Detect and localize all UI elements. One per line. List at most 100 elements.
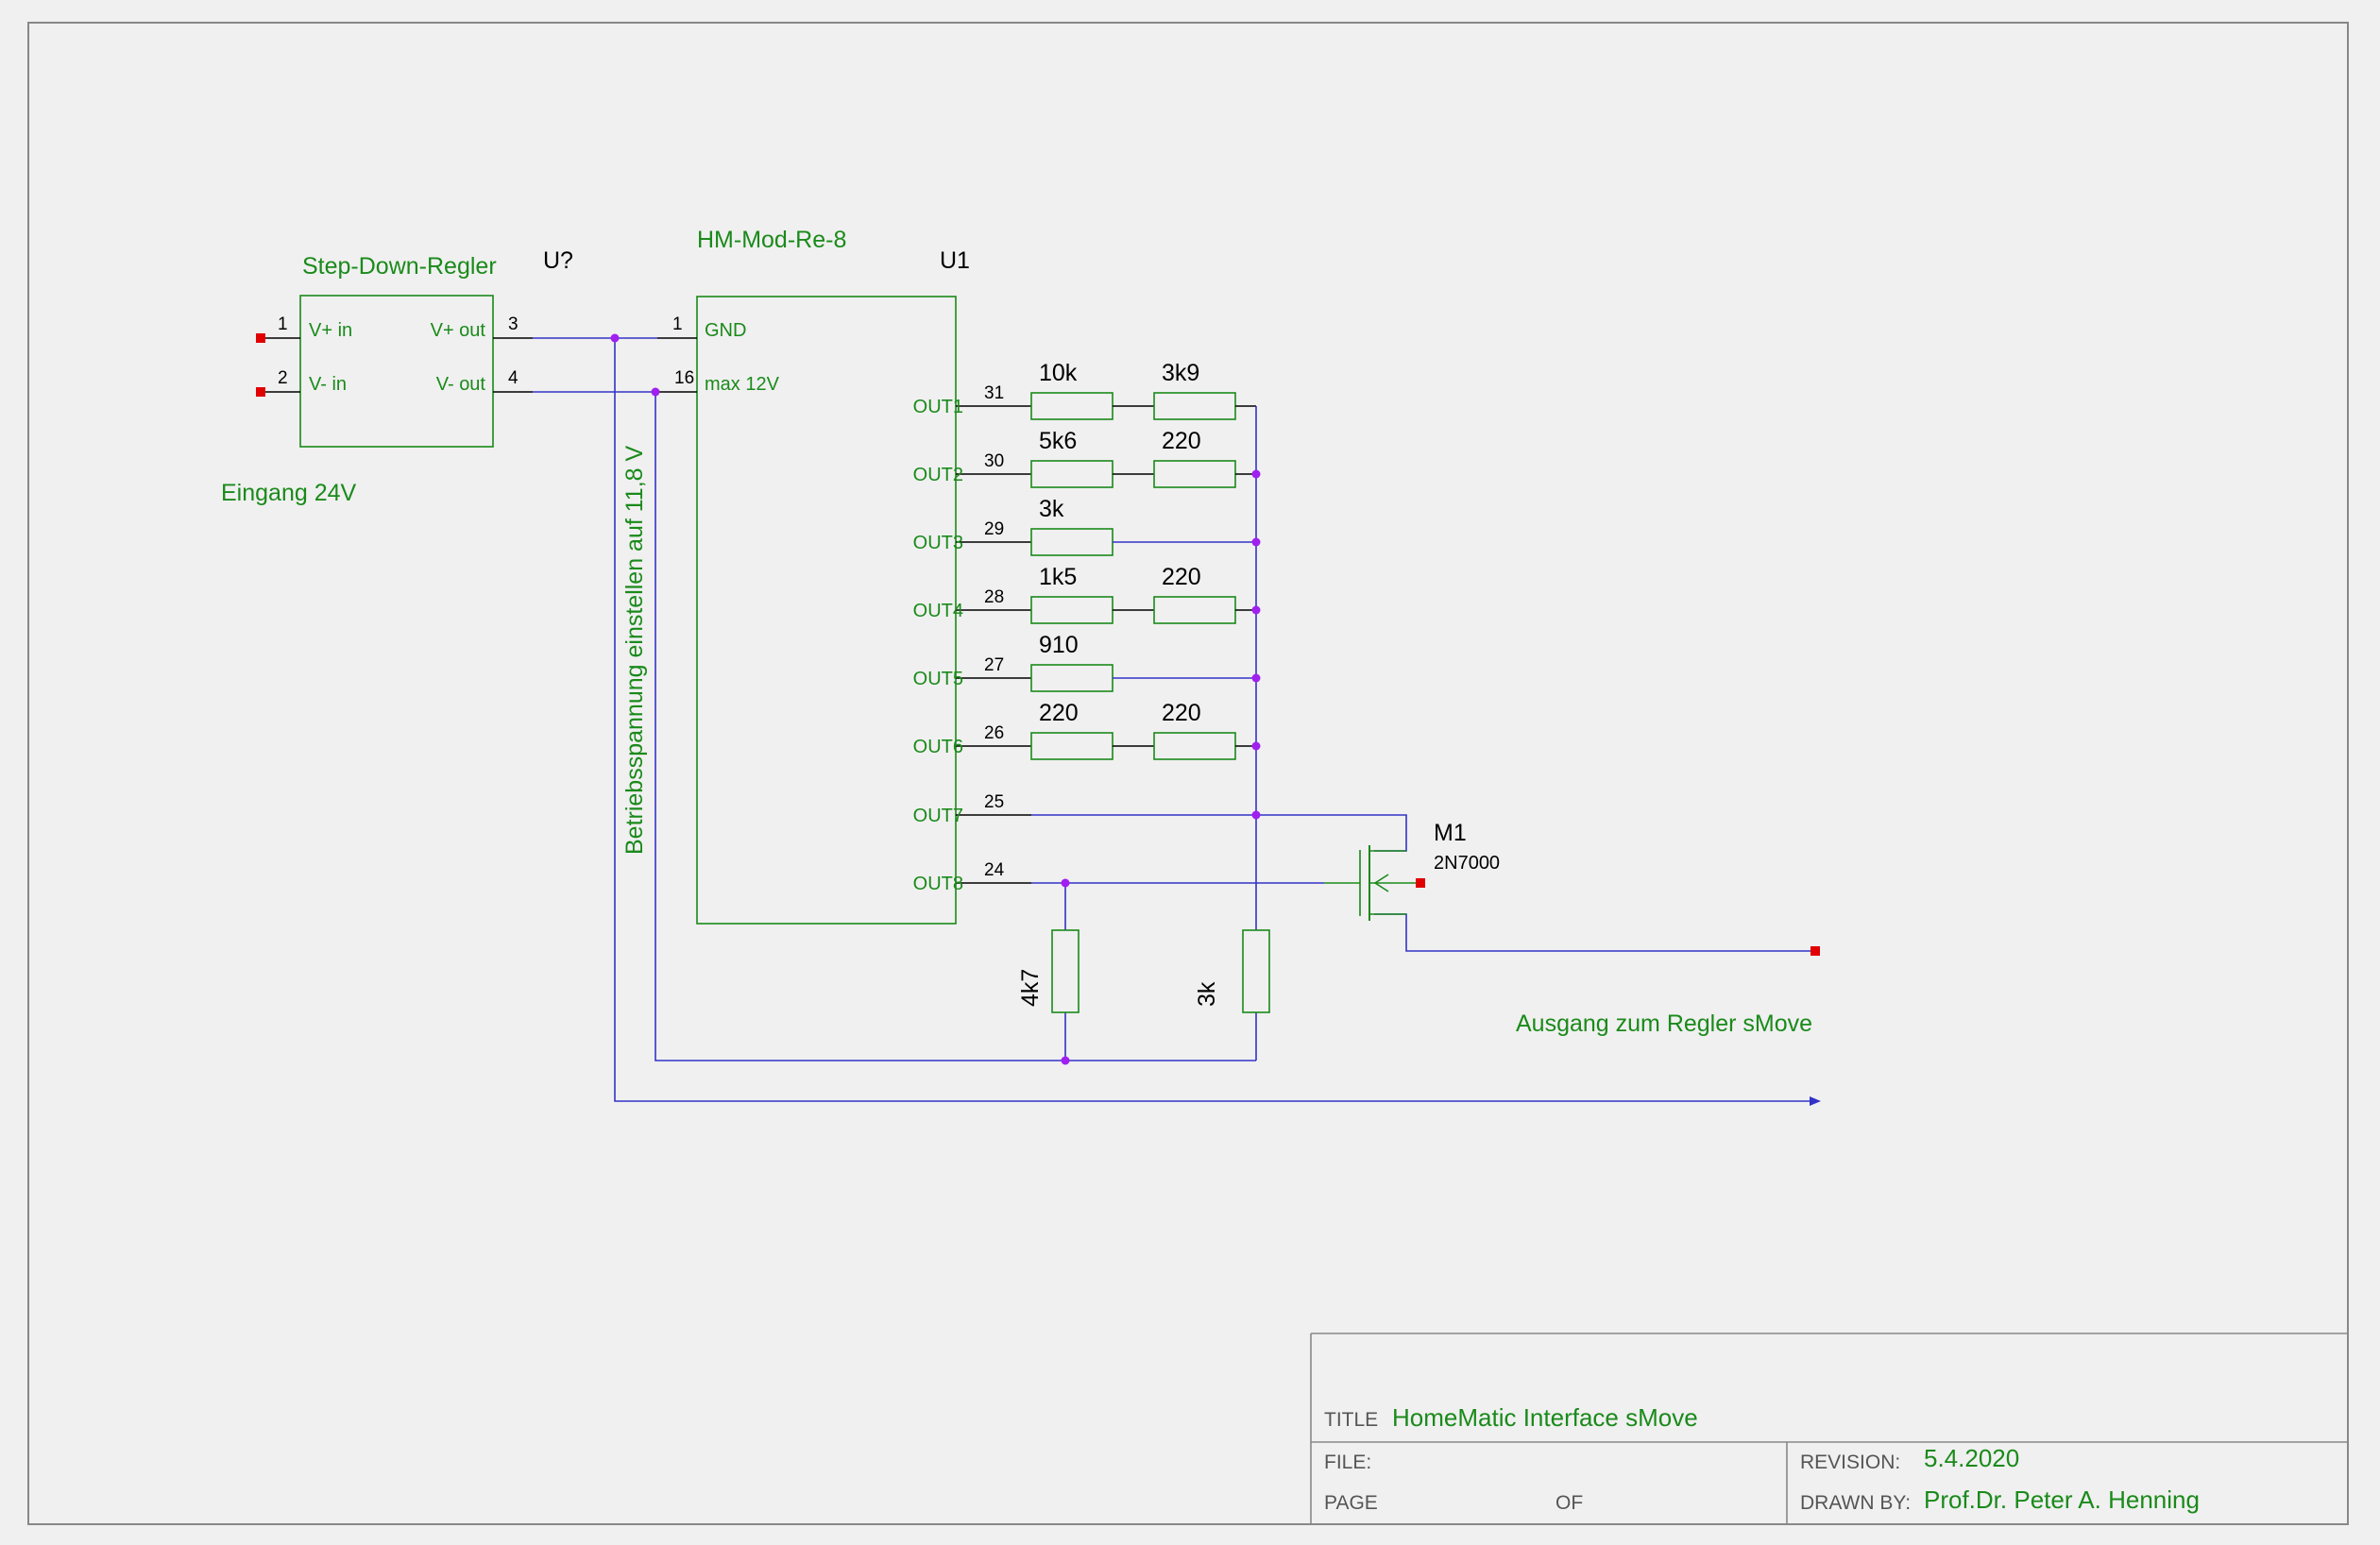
output-pin-name: OUT7 <box>913 806 963 826</box>
junction-dot <box>1251 469 1261 479</box>
resistor <box>1030 596 1114 624</box>
pin-number: 1 <box>278 314 288 334</box>
junction-dot <box>1251 810 1261 820</box>
resistor <box>1030 392 1114 420</box>
input-label: Eingang 24V <box>221 480 357 506</box>
junction-dot <box>1061 1056 1070 1065</box>
title-block: TITLE HomeMatic Interface sMove FILE: PA… <box>1310 1333 2348 1524</box>
mosfet-value: 2N7000 <box>1434 853 1500 874</box>
pin-number: 4 <box>508 368 518 388</box>
pin-number: 1 <box>672 314 683 334</box>
resistor-bus <box>1242 929 1270 1013</box>
junction-dot <box>1251 537 1261 547</box>
regulator-ref: U? <box>543 247 573 274</box>
resistor-value: 10k <box>1039 360 1078 386</box>
resistor-value: 910 <box>1039 632 1079 658</box>
input-terminal-plus <box>256 333 265 343</box>
pin-name: GND <box>705 320 746 341</box>
pin-name: V+ out <box>431 320 486 341</box>
output-pin-name: OUT1 <box>913 397 963 417</box>
resistor <box>1153 392 1236 420</box>
output-pin-name: OUT5 <box>913 669 963 689</box>
mosfet-ref: M1 <box>1434 820 1467 846</box>
output-terminal <box>1810 946 1820 956</box>
step-down-regulator: Step-Down-Regler U? 1 2 3 4 V+ in V- in … <box>256 247 573 448</box>
junction-dot <box>610 333 620 343</box>
output-pin-name: OUT2 <box>913 465 963 485</box>
pin-name: max 12V <box>705 374 780 395</box>
resistor-value: 1k5 <box>1039 564 1077 590</box>
resistor-value: 3k <box>1194 981 1220 1007</box>
junctions <box>610 333 1261 1065</box>
resistor <box>1030 460 1114 488</box>
resistor <box>1030 732 1114 760</box>
regulator-body <box>299 295 494 448</box>
output-pin-number: 26 <box>984 723 1004 743</box>
resistor-out8 <box>1051 929 1080 1013</box>
output-arrow <box>1810 1096 1821 1106</box>
output-pin-number: 25 <box>984 792 1004 812</box>
wire-out7-drain <box>1256 814 1407 852</box>
mosfet-terminal <box>1416 878 1425 888</box>
resistor-value: 220 <box>1162 564 1201 590</box>
pin-number: 3 <box>508 314 518 334</box>
output-pin-name: OUT3 <box>913 533 963 553</box>
resistor <box>1153 596 1236 624</box>
resistor <box>1030 528 1114 556</box>
pin-name: V+ in <box>309 320 352 341</box>
output-label: Ausgang zum Regler sMove <box>1516 1010 1812 1037</box>
resistor-ladder: 10k 3k9 5k6 220 3k 1k5 220 910 220 220 <box>1030 360 1256 884</box>
output-pin-number: 28 <box>984 587 1004 607</box>
resistor <box>1153 732 1236 760</box>
body-arrow <box>1373 874 1389 892</box>
voltage-note: Betriebsspannung einstellen auf 11,8 V <box>621 445 648 855</box>
drawn-by-label: DRAWN BY: <box>1800 1492 1911 1514</box>
junction-dot <box>1251 741 1261 751</box>
resistor <box>1030 664 1114 692</box>
wire-minus-bus <box>654 392 1256 1061</box>
of-label: OF <box>1556 1492 1583 1514</box>
output-pin-name: OUT6 <box>913 737 963 757</box>
supply-wires <box>533 337 1815 1102</box>
output-pin-name: OUT4 <box>913 601 963 621</box>
module-title: HM-Mod-Re-8 <box>697 227 846 253</box>
output-pin-name: OUT8 <box>913 874 963 894</box>
file-label: FILE: <box>1324 1452 1371 1473</box>
module-ref: U1 <box>940 247 970 274</box>
drawing-title: HomeMatic Interface sMove <box>1392 1403 1698 1432</box>
resistor-value: 220 <box>1162 428 1201 454</box>
junction-dot <box>1061 878 1070 888</box>
resistor-value: 5k6 <box>1039 428 1077 454</box>
hm-module: HM-Mod-Re-8 U1 1 16 GND max 12V OUT131OU… <box>657 227 1031 925</box>
junction-dot <box>651 387 660 397</box>
drawn-by-value: Prof.Dr. Peter A. Henning <box>1924 1486 2200 1514</box>
output-pin-number: 31 <box>984 383 1004 403</box>
input-terminal-minus <box>256 387 265 397</box>
pin-number: 16 <box>674 368 694 388</box>
pin-name: V- out <box>436 374 486 395</box>
resistor-value: 4k7 <box>1017 969 1044 1007</box>
resistor <box>1153 460 1236 488</box>
wire-plus-output <box>614 338 1815 1102</box>
pin-name: V- in <box>309 374 347 395</box>
regulator-title: Step-Down-Regler <box>302 253 497 280</box>
revision-value: 5.4.2020 <box>1924 1444 2019 1472</box>
resistor-value: 220 <box>1162 700 1201 726</box>
mosfet-m1: M1 2N7000 <box>1065 814 1815 952</box>
output-pin-number: 29 <box>984 519 1004 539</box>
output-bus: 3k 4k7 <box>1017 406 1270 1061</box>
output-pin-number: 27 <box>984 655 1004 675</box>
page-label: PAGE <box>1324 1492 1378 1514</box>
resistor-value: 3k <box>1039 496 1064 522</box>
resistor-value: 220 <box>1039 700 1079 726</box>
revision-label: REVISION: <box>1800 1452 1900 1473</box>
title-label: TITLE <box>1324 1409 1378 1431</box>
resistor-value: 3k9 <box>1162 360 1199 386</box>
output-pin-number: 24 <box>984 860 1005 880</box>
output-pin-number: 30 <box>984 451 1004 471</box>
drawing-frame <box>27 22 2349 1525</box>
junction-dot <box>1251 605 1261 615</box>
junction-dot <box>1251 673 1261 683</box>
